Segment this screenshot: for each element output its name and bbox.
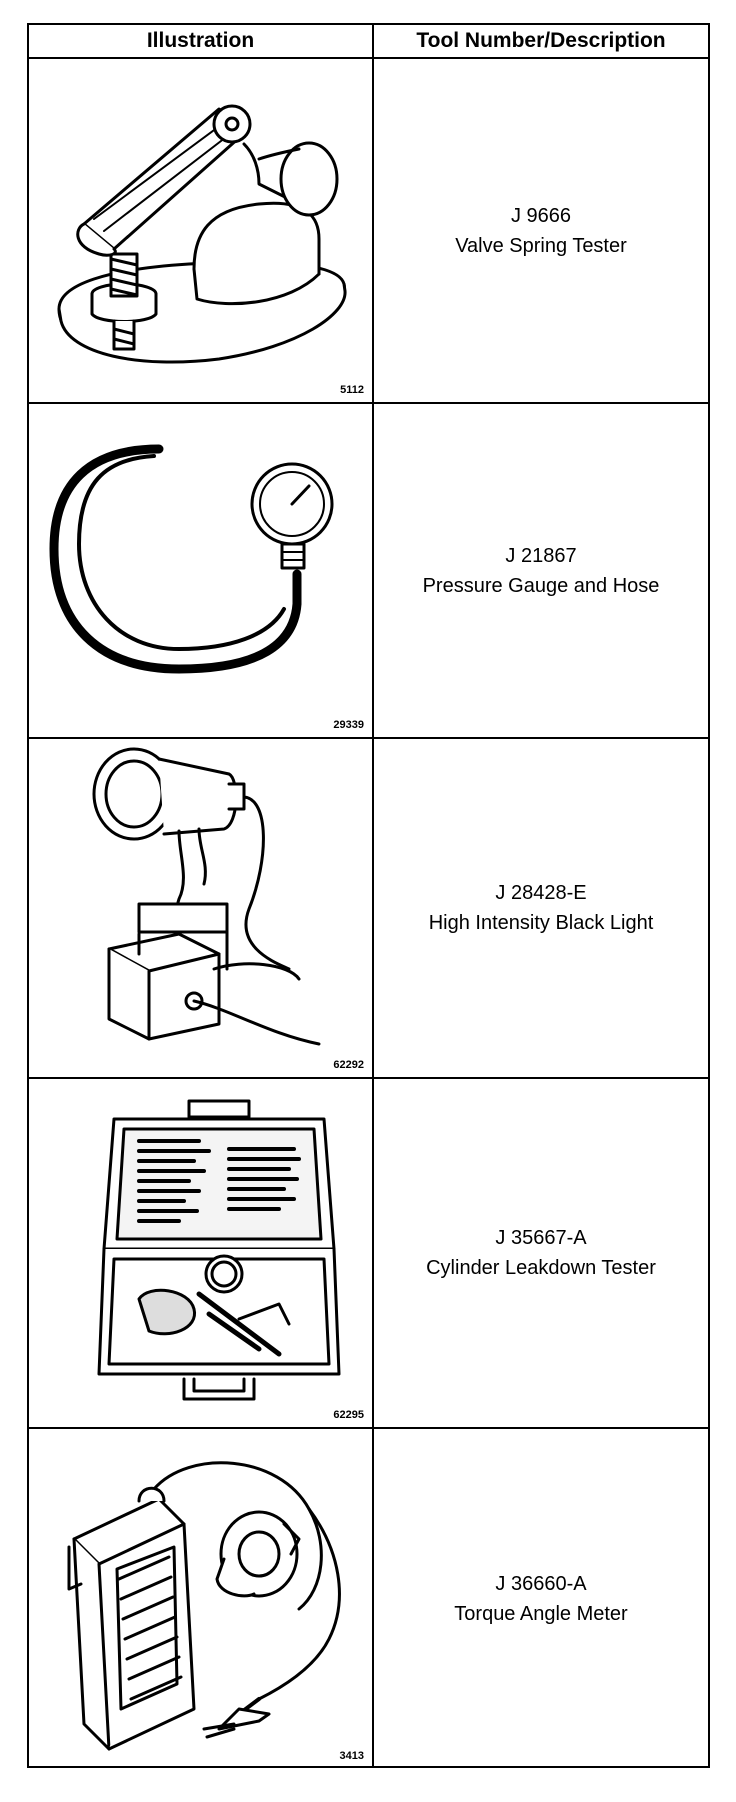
figure-number: 5112 <box>340 384 364 396</box>
tool-table: Illustration Tool Number/Description <box>27 23 710 1768</box>
tool-description-cell: J 28428-E High Intensity Black Light <box>374 739 708 1077</box>
figure-number: 62295 <box>333 1409 364 1421</box>
tool-description-cell: J 36660-A Torque Angle Meter <box>374 1429 708 1768</box>
tool-description: Torque Angle Meter <box>454 1602 628 1625</box>
tool-description: Pressure Gauge and Hose <box>422 574 660 597</box>
illustration-cell: 62292 <box>29 739 374 1077</box>
illustration-cell: 29339 <box>29 404 374 737</box>
tool-number: J 36660-A <box>495 1572 587 1595</box>
table-row: 5112 J 9666 Valve Spring Tester <box>29 59 708 404</box>
tool-description: High Intensity Black Light <box>428 912 654 934</box>
tool-description-cell: J 9666 Valve Spring Tester <box>374 59 708 402</box>
table-header: Illustration Tool Number/Description <box>29 25 708 59</box>
tool-description-cell: J 21867 Pressure Gauge and Hose <box>374 404 708 737</box>
table-row: 62295 J 35667-A Cylinder Leakdown Tester <box>29 1079 708 1429</box>
leakdown-tester-case-icon <box>97 1099 341 1401</box>
tool-description: Cylinder Leakdown Tester <box>426 1257 656 1279</box>
header-illustration: Illustration <box>29 25 374 57</box>
figure-number: 29339 <box>333 719 364 731</box>
table-row: 62292 J 28428-E High Intensity Black Lig… <box>29 739 708 1079</box>
pressure-gauge-icon <box>49 444 334 674</box>
illustration-cell: 62295 <box>29 1079 374 1427</box>
black-light-icon <box>92 747 321 1046</box>
valve-spring-tester-icon <box>57 104 347 364</box>
tool-number: J 9666 <box>510 204 572 227</box>
table-row: 3413 J 36660-A Torque Angle Meter <box>29 1429 708 1768</box>
header-tool-description: Tool Number/Description <box>416 29 666 52</box>
tool-number: J 35667-A <box>495 1227 587 1249</box>
table-row: 29339 J 21867 Pressure Gauge and Hose <box>29 404 708 739</box>
figure-number: 3413 <box>339 1750 364 1762</box>
torque-angle-meter-icon <box>67 1461 341 1751</box>
tool-number: J 28428-E <box>495 882 587 904</box>
tool-number: J 21867 <box>505 544 577 567</box>
figure-number: 62292 <box>333 1059 364 1071</box>
tool-description: Valve Spring Tester <box>455 234 627 257</box>
illustration-cell: 3413 <box>29 1429 374 1768</box>
illustration-cell: 5112 <box>29 59 374 402</box>
tool-description-cell: J 35667-A Cylinder Leakdown Tester <box>374 1079 708 1427</box>
